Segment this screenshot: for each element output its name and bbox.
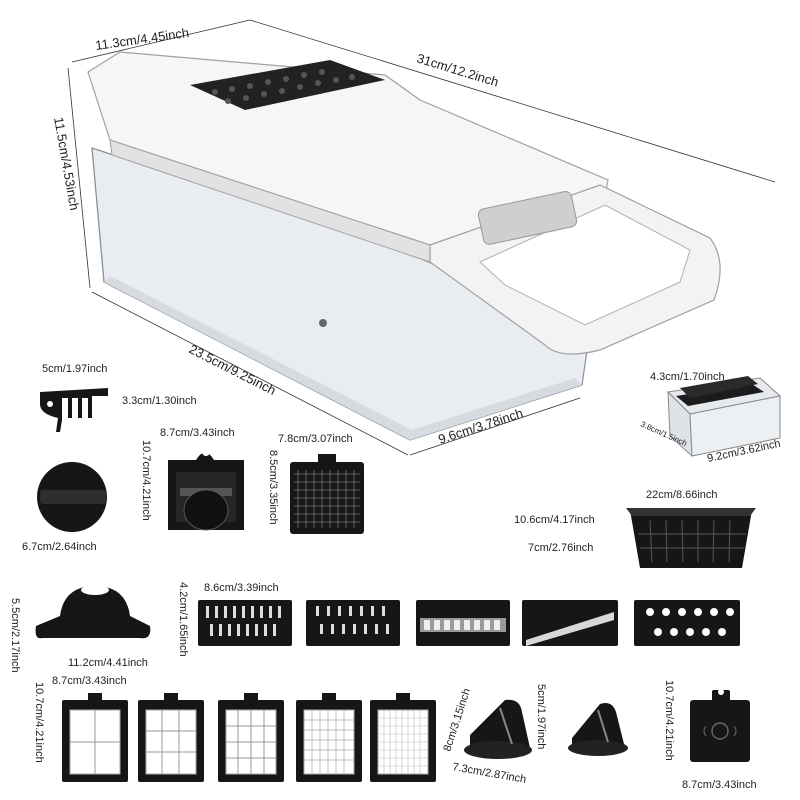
- label-basket-width: 22cm/8.66inch: [646, 489, 718, 501]
- spiral-holder: [168, 448, 244, 531]
- blank-plate: [690, 689, 750, 762]
- bowl-cover: [35, 585, 151, 639]
- blade-insert-3: [416, 600, 510, 646]
- blade-insert-5: [634, 600, 740, 646]
- grid-frame-3: [218, 693, 284, 782]
- comb-tool: [40, 388, 108, 432]
- label-blade-width: 8.6cm/3.39inch: [204, 582, 279, 594]
- label-frame-width: 8.7cm/3.43inch: [52, 675, 127, 687]
- label-spiral-width: 8.7cm/3.43inch: [160, 427, 235, 439]
- spiral-blade-holder-2: [568, 703, 628, 756]
- label-plate-width: 8.7cm/3.43inch: [682, 779, 757, 791]
- lid-grater-insert: [190, 60, 385, 110]
- label-bowl-width: 11.2cm/4.41inch: [68, 657, 148, 669]
- label-small-box-width: 4.3cm/1.70inch: [650, 371, 725, 383]
- label-bowl-height: 5.5cm/2.17inch: [9, 598, 21, 673]
- label-basket-height-a: 10.6cm/4.17inch: [514, 514, 595, 526]
- label-spiral-height: 10.7cm/4.21inch: [140, 440, 152, 521]
- main-dimension-lines: [67, 19, 776, 456]
- grid-frame-1: [62, 693, 128, 782]
- label-grid-height: 8.5cm/3.35inch: [267, 450, 279, 525]
- spiral-blade-holder-1: [464, 699, 532, 759]
- label-comb-width: 5cm/1.97inch: [42, 363, 107, 375]
- grid-frame-4: [296, 693, 362, 782]
- label-holder-height-b: 5cm/1.97inch: [535, 684, 547, 749]
- blade-insert-1: [198, 600, 292, 646]
- small-storage-box: [666, 376, 782, 458]
- label-knob-width: 6.7cm/2.64inch: [22, 541, 97, 553]
- main-slicer: [87, 51, 721, 441]
- label-comb-height: 3.3cm/1.30inch: [122, 395, 197, 407]
- label-holder-height-a: 8cm/3.15inch: [441, 687, 473, 753]
- label-basket-height-b: 7cm/2.76inch: [528, 542, 593, 554]
- label-blade-height: 4.2cm/1.65inch: [177, 582, 189, 657]
- drain-basket: [626, 508, 756, 568]
- grid-frame-5: [370, 693, 436, 782]
- blade-insert-2: [306, 600, 400, 646]
- grid-frame-2: [138, 693, 204, 782]
- label-main-width: 11.3cm/4.45inch: [94, 25, 190, 53]
- grid-dicer: [290, 454, 364, 534]
- knob-part: [37, 462, 107, 532]
- label-grid-width: 7.8cm/3.07inch: [278, 433, 353, 445]
- blade-insert-4: [522, 600, 618, 646]
- label-holder-width: 7.3cm/2.87inch: [451, 761, 527, 786]
- container-dot: [319, 319, 327, 327]
- label-plate-height: 10.7cm/4.21inch: [663, 680, 675, 761]
- label-frame-height: 10.7cm/4.21inch: [33, 682, 45, 763]
